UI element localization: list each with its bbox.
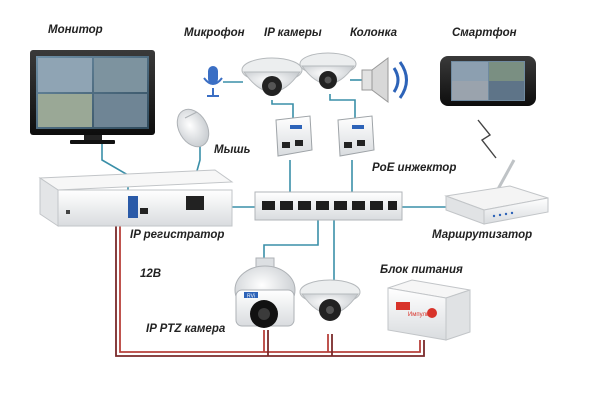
ip-camera-2 bbox=[299, 52, 357, 89]
label-speaker: Колонка bbox=[350, 27, 397, 39]
wireless-link bbox=[477, 119, 497, 159]
cable-poe2-camera bbox=[329, 94, 356, 120]
label-voltage: 12В bbox=[140, 268, 162, 280]
label-ip-recorder: IP регистратор bbox=[130, 229, 225, 241]
power-cables bbox=[115, 212, 425, 357]
poe-injector-2 bbox=[337, 115, 375, 157]
speaker bbox=[361, 57, 408, 103]
cable-poe1-camera bbox=[271, 100, 294, 120]
label-mouse: Мышь bbox=[214, 144, 251, 156]
poe-injector-1 bbox=[275, 115, 313, 157]
router bbox=[444, 159, 549, 225]
smartphone bbox=[440, 56, 536, 106]
label-monitor: Монитор bbox=[48, 24, 103, 36]
label-ip-cameras: IP камеры bbox=[264, 27, 322, 39]
ptz-brand-mark: RVi bbox=[247, 294, 255, 300]
monitor-cable bbox=[101, 140, 129, 198]
label-smartphone: Смартфон bbox=[452, 27, 517, 39]
monitor bbox=[30, 50, 155, 144]
cable-switch-ptz bbox=[263, 220, 319, 262]
ptz-camera: RVi bbox=[234, 257, 296, 328]
label-poe-injector: PoE инжектор bbox=[372, 162, 457, 174]
label-microphone: Микрофон bbox=[184, 27, 245, 39]
label-router: Маршрутизатор bbox=[432, 229, 533, 241]
label-power-supply: Блок питания bbox=[380, 264, 463, 276]
psu-brand-mark: Импульс bbox=[408, 312, 432, 318]
ip-camera-1 bbox=[241, 57, 303, 96]
microphone bbox=[203, 66, 223, 97]
ip-recorder bbox=[38, 169, 234, 227]
network-switch bbox=[254, 191, 403, 221]
label-ptz-camera: IP PTZ камера bbox=[146, 323, 226, 335]
network-cables bbox=[194, 79, 448, 280]
mouse bbox=[176, 108, 210, 148]
power-supply: Импульс bbox=[387, 279, 471, 341]
dome-camera bbox=[299, 279, 361, 321]
